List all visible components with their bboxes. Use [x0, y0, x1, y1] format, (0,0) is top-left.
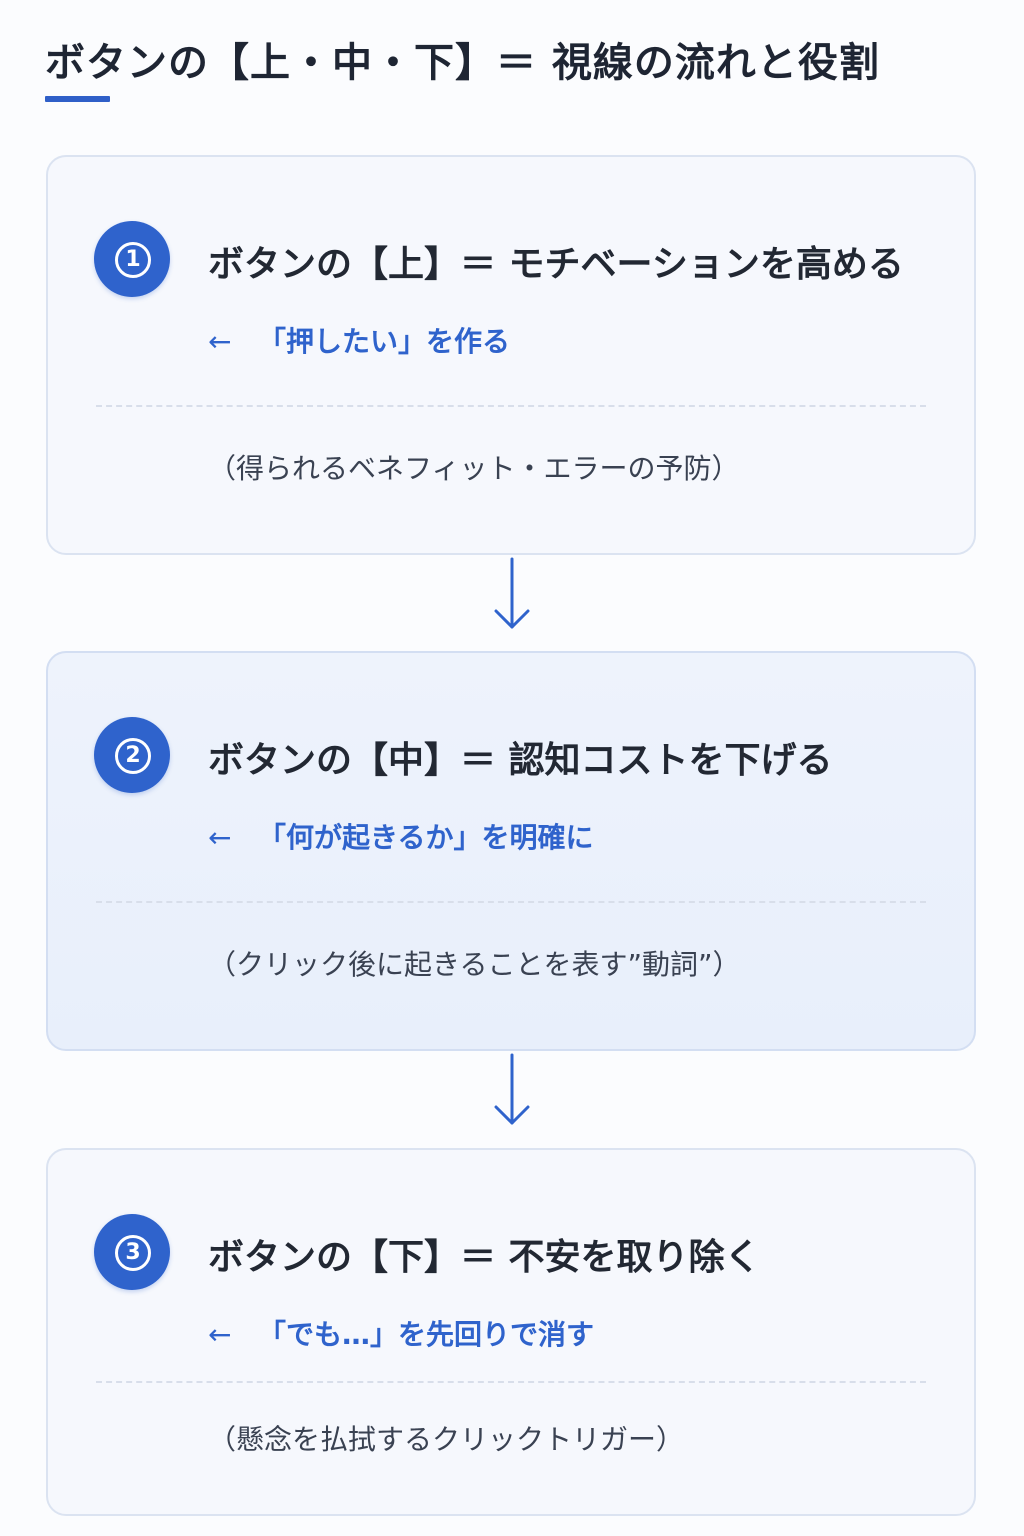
arrow-down-icon	[494, 557, 530, 629]
step-heading: ボタンの【上】＝ モチベーションを高める	[208, 244, 904, 285]
step-number: 1	[115, 242, 151, 278]
step-heading: ボタンの【中】＝ 認知コストを下げる	[208, 740, 833, 781]
step-subheading: ← 「でも…」を先回りで消す	[208, 1313, 594, 1353]
step-note: （得られるベネフィット・エラーの予防）	[208, 452, 740, 485]
arrow-down-icon	[494, 1053, 530, 1125]
step-subheading-text: 「押したい」を作る	[258, 325, 511, 358]
step-subheading-text: 「でも…」を先回りで消す	[258, 1318, 595, 1351]
step-number-badge: 1	[94, 221, 170, 297]
step-card-top: 1 ボタンの【上】＝ モチベーションを高める ← 「押したい」を作る （得られるベ…	[46, 155, 976, 555]
step-card-middle: 2 ボタンの【中】＝ 認知コストを下げる ← 「何が起きるか」を明確に （クリック…	[46, 651, 976, 1051]
dashed-divider	[96, 901, 926, 903]
step-heading: ボタンの【下】＝ 不安を取り除く	[208, 1237, 761, 1278]
arrow-left-icon: ←	[208, 1318, 232, 1351]
title-underline	[45, 96, 110, 102]
page-title: ボタンの【上・中・下】＝ 視線の流れと役割	[45, 40, 880, 86]
step-number: 3	[115, 1235, 151, 1271]
step-subheading: ← 「何が起きるか」を明確に	[208, 816, 593, 856]
step-subheading-text: 「何が起きるか」を明確に	[258, 821, 594, 854]
step-subheading: ← 「押したい」を作る	[208, 320, 510, 360]
step-number-badge: 2	[94, 717, 170, 793]
arrow-left-icon: ←	[208, 325, 232, 358]
dashed-divider	[96, 405, 926, 407]
step-note: （懸念を払拭するクリックトリガー）	[208, 1423, 685, 1456]
arrow-left-icon: ←	[208, 821, 232, 854]
step-note: （クリック後に起きることを表す”動詞”）	[208, 948, 741, 981]
step-card-bottom: 3 ボタンの【下】＝ 不安を取り除く ← 「でも…」を先回りで消す （懸念を払拭す…	[46, 1148, 976, 1516]
step-number: 2	[115, 738, 151, 774]
dashed-divider	[96, 1381, 926, 1383]
step-number-badge: 3	[94, 1214, 170, 1290]
